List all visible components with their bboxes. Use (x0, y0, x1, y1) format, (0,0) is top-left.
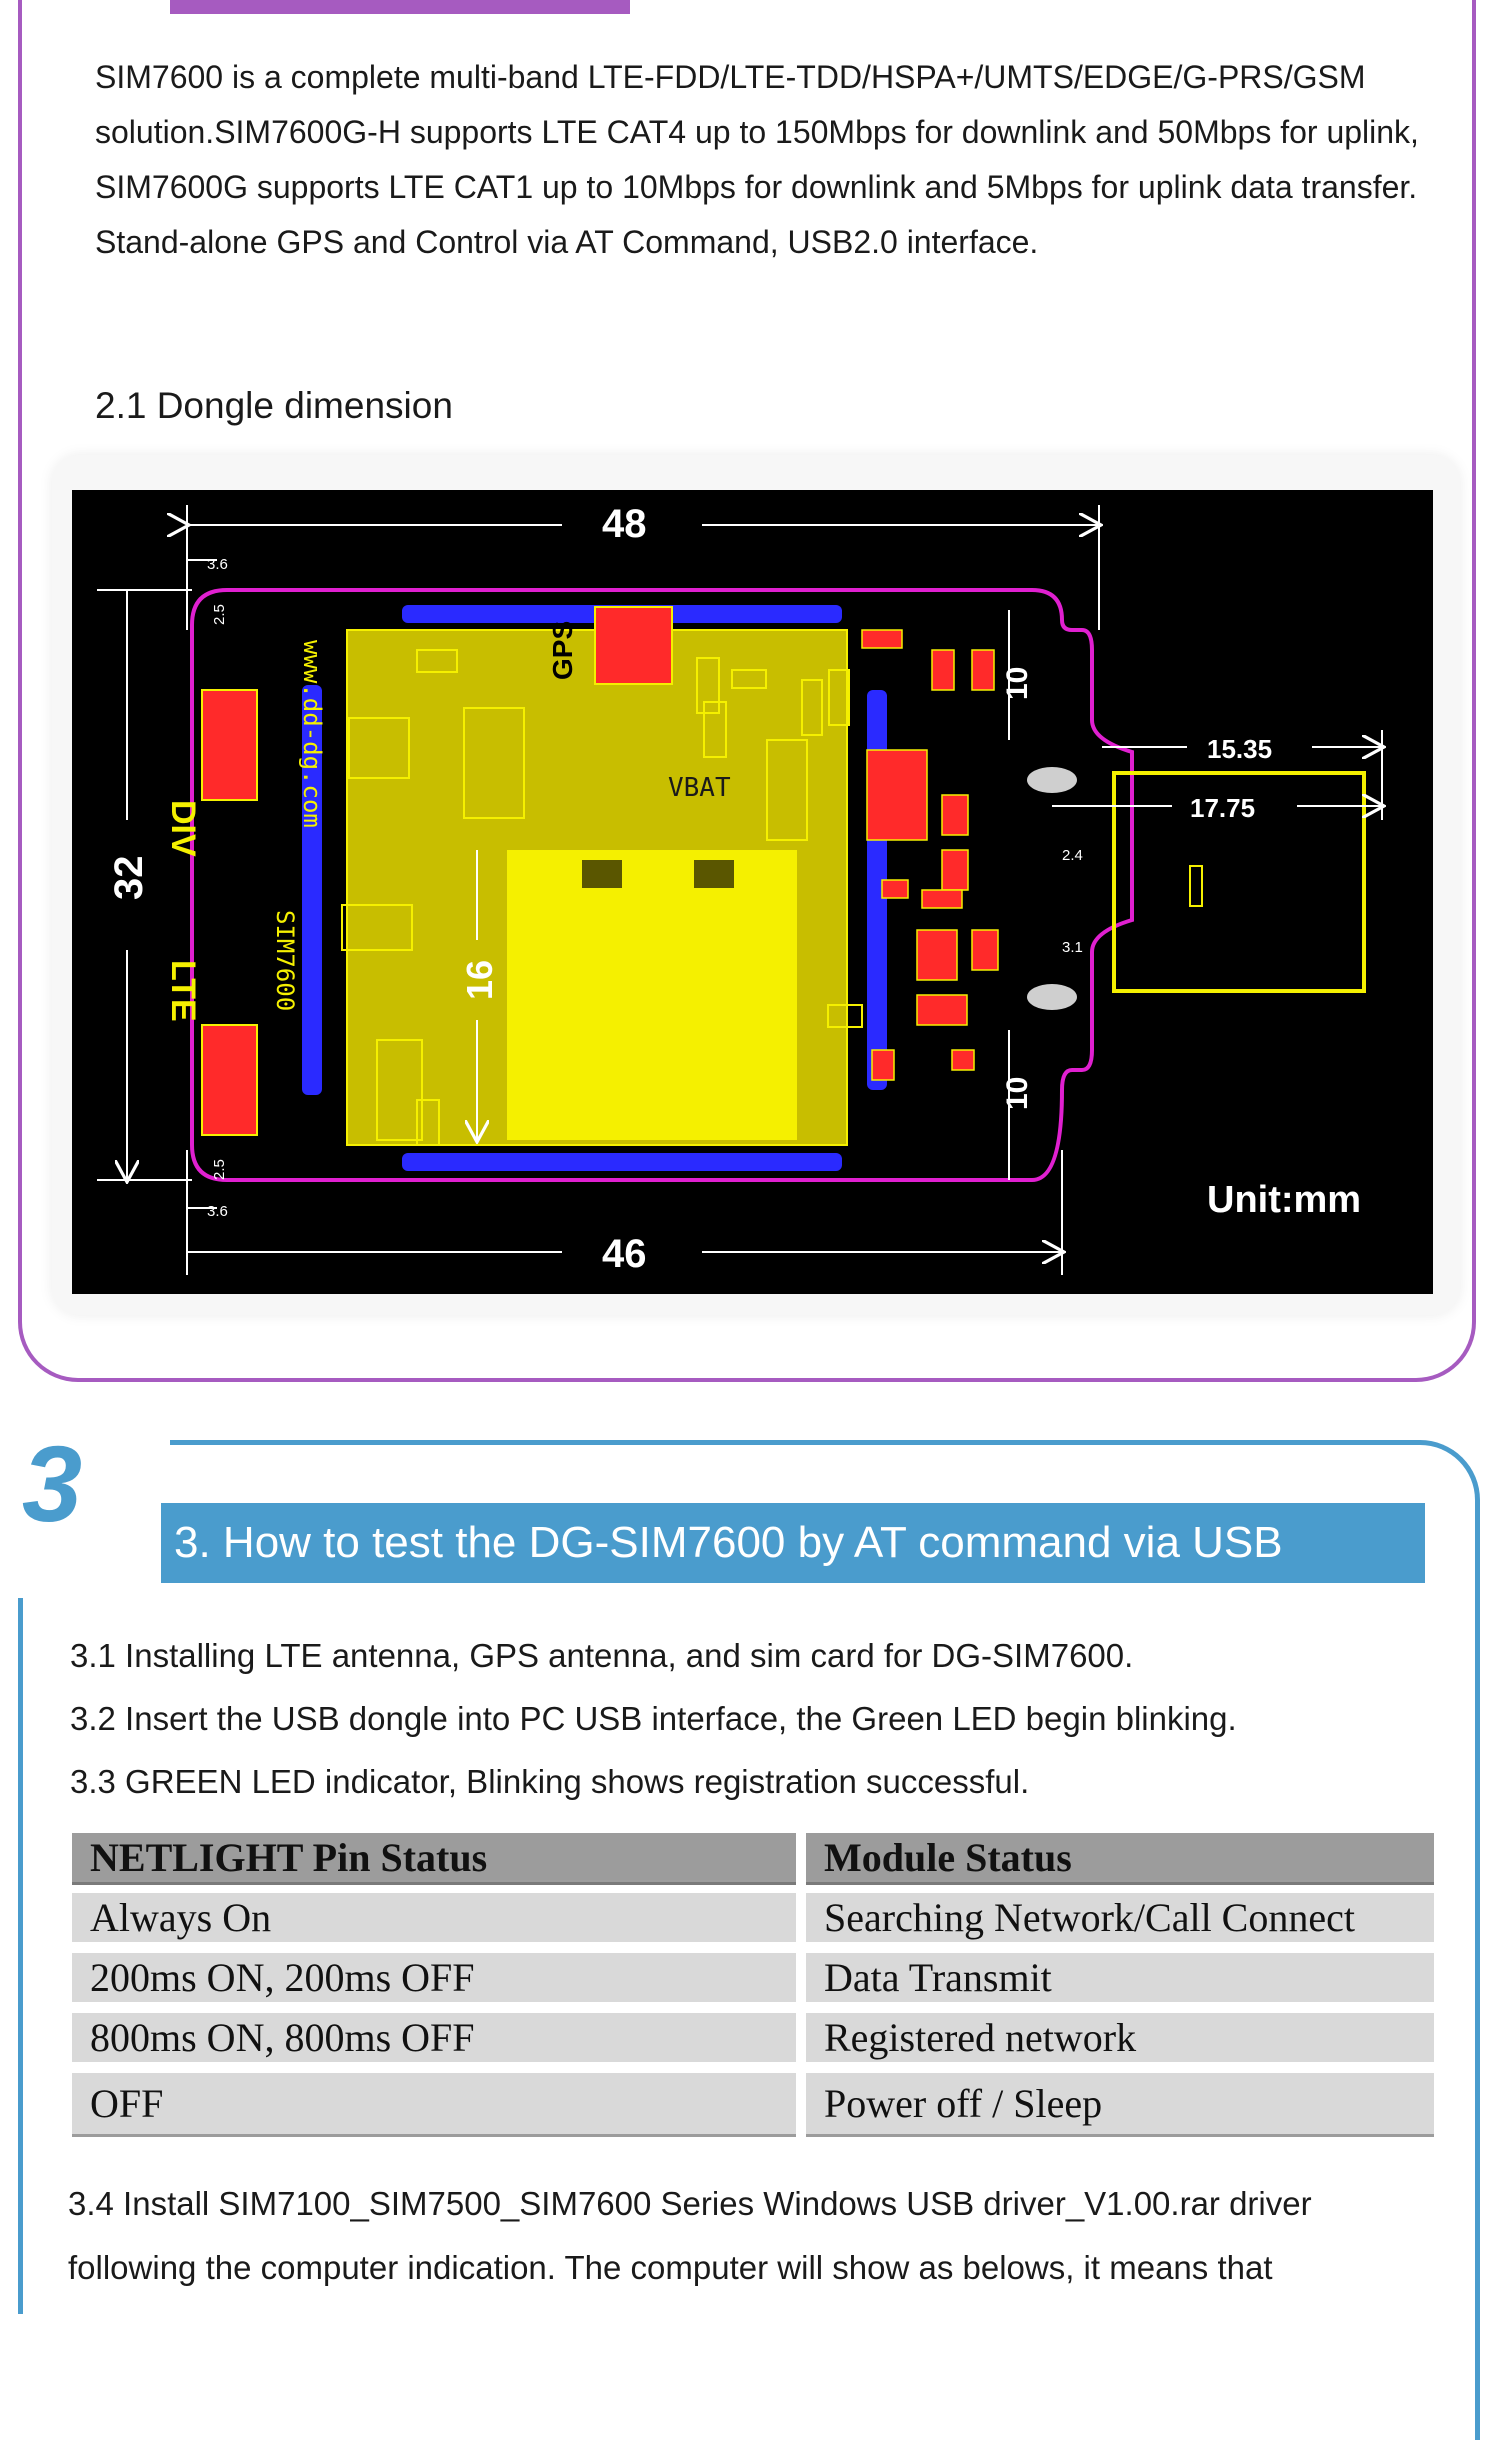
dongle-dimension-heading: 2.1 Dongle dimension (95, 385, 453, 426)
step-3-2: 3.2 Insert the USB dongle into PC USB in… (70, 1700, 1237, 1737)
dim-module: 16 (459, 960, 500, 1000)
gps-antenna-connector (594, 606, 673, 685)
table-row: OFF Power off / Sleep (72, 2073, 1434, 2137)
section-3-title-bar (161, 1503, 1425, 1583)
table-header-cell: Module Status (806, 1833, 1434, 1885)
mount-hole-bottom (1027, 984, 1077, 1010)
dongle-dimension-diagram: GPS VBAT DIV LTE SIM7600 www.dd-dg.com 4… (72, 490, 1433, 1294)
lte-label: LTE (164, 960, 202, 1022)
dim-top-width: 48 (602, 502, 647, 546)
dim-gap-1: 2.4 (1062, 847, 1083, 864)
dim-small-4: 2.5 (211, 1159, 228, 1180)
section-3-title: 3. How to test the DG-SIM7600 by AT comm… (174, 1518, 1283, 1567)
shield-pad-2 (694, 860, 734, 888)
silkscreen-model: SIM7600 (271, 910, 299, 1011)
dim-right-bottom: 10 (1001, 1077, 1034, 1110)
step-3-4: 3.4 Install SIM7100_SIM7500_SIM7600 Seri… (68, 2185, 1312, 2286)
table-cell: Registered network (806, 2013, 1434, 2065)
dim-height: 32 (107, 856, 151, 901)
mount-hole-top (1027, 767, 1077, 793)
lte-antenna-connector (201, 1024, 258, 1136)
dimension-labels: 48 46 32 16 15.35 17.75 3.6 3.6 2.5 2.5 … (107, 502, 1361, 1276)
passive-components (861, 629, 999, 1081)
table-row: Always On Searching Network/Call Connect (72, 1893, 1434, 1945)
pin-column-left (302, 685, 322, 1095)
gps-label: GPS (547, 621, 578, 680)
dim-small-3: 2.5 (211, 604, 228, 625)
div-antenna-connector (201, 689, 258, 801)
div-label: DIV (164, 800, 202, 857)
shield-pad-1 (582, 860, 622, 888)
section-2-frame (18, 0, 1476, 1382)
dim-bottom-width: 46 (602, 1232, 647, 1276)
module-shield (507, 850, 797, 1140)
section-3-left-rule (18, 1598, 23, 2314)
silkscreen-website: www.dd-dg.com (298, 640, 326, 828)
silkscreen-outlines (341, 649, 863, 1146)
table-cell: Always On (72, 1893, 796, 1945)
intro-paragraph: SIM7600 is a complete multi-band LTE-FDD… (95, 59, 1419, 260)
step-3-1: 3.1 Installing LTE antenna, GPS antenna,… (70, 1637, 1134, 1674)
board-outline (190, 588, 1134, 1182)
dim-usb-1: 15.35 (1207, 734, 1272, 764)
dim-usb-2: 17.75 (1190, 793, 1255, 823)
table-cell: Data Transmit (806, 1953, 1434, 2005)
dim-small-2: 3.6 (207, 1203, 228, 1220)
dim-small-1: 3.6 (207, 556, 228, 573)
table-header-cell: NETLIGHT Pin Status (72, 1833, 796, 1885)
section-number: 3 (22, 1423, 83, 1544)
table-cell: Searching Network/Call Connect (806, 1893, 1434, 1945)
vbat-label: VBAT (668, 773, 731, 803)
usb-pad (1189, 865, 1203, 907)
table-row: 800ms ON, 800ms OFF Registered network (72, 2013, 1434, 2065)
table-cell: OFF (72, 2073, 796, 2137)
unit-label: Unit:mm (1207, 1179, 1361, 1221)
table-row: 200ms ON, 200ms OFF Data Transmit (72, 1953, 1434, 2005)
dim-gap-2: 3.1 (1062, 939, 1083, 956)
table-cell: 800ms ON, 800ms OFF (72, 2013, 796, 2065)
section-2-header-bar (170, 0, 630, 14)
section-3-frame (170, 1440, 1480, 2440)
table-header-row: NETLIGHT Pin Status Module Status (72, 1833, 1434, 1885)
table-cell: 200ms ON, 200ms OFF (72, 1953, 796, 2005)
dimension-lines (97, 505, 1382, 1275)
usb-plug-outline (1112, 771, 1366, 993)
dim-right-top: 10 (1001, 667, 1034, 700)
step-3-3: 3.3 GREEN LED indicator, Blinking shows … (70, 1763, 1030, 1800)
table-cell: Power off / Sleep (806, 2073, 1434, 2137)
pin-row-bottom (402, 1153, 842, 1171)
